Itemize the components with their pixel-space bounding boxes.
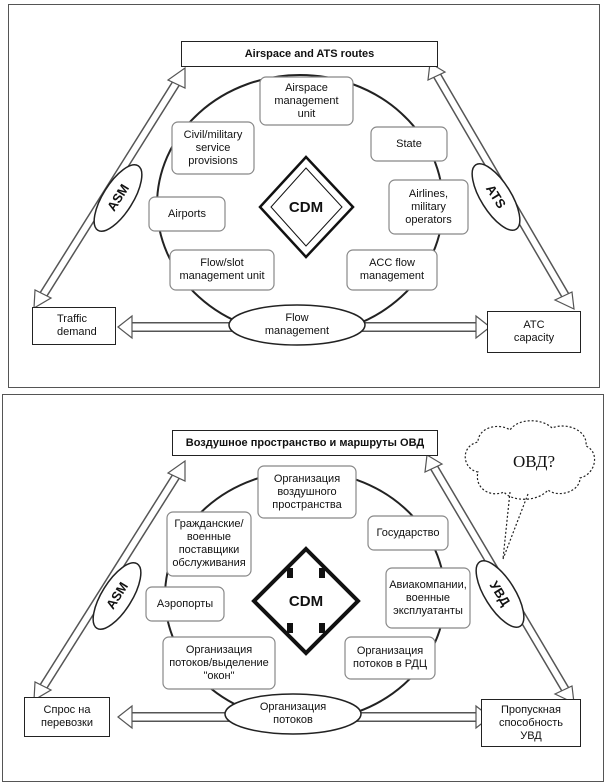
russian-atc-capacity: Пропускная способность УВД [481, 699, 581, 747]
russian-flow-management: Организация потоков [259, 701, 327, 726]
russian-cloud-callout [464, 420, 596, 560]
english-box-airports: Airports [168, 207, 206, 220]
russian-cdm-diamond [251, 546, 361, 656]
russian-box-state: Государство [376, 526, 440, 539]
russian-box-airlines: Авиакомпании, военные эксплуатанты [389, 578, 467, 617]
english-diagram-graphics [33, 62, 575, 346]
english-asm-ellipse [93, 164, 143, 232]
english-ats-ellipse [471, 163, 521, 231]
russian-cloud-text: ОВД? [512, 452, 556, 471]
english-box-state-outline [370, 126, 448, 162]
english-traffic-demand: Traffic demand [32, 307, 116, 345]
english-cdm-label: CDM [288, 198, 324, 216]
english-box-airspace-outline [259, 76, 354, 126]
english-box-state: State [396, 137, 422, 150]
russian-box-civil: Гражданские/ военные поставщики обслужив… [172, 518, 246, 569]
english-box-airports-outline [148, 196, 226, 232]
russian-asm-ellipse [92, 562, 142, 630]
russian-cdm-label: CDM [288, 592, 324, 610]
english-cdm-diamond [258, 155, 355, 259]
russian-box-airspace: Организация воздушного пространства [272, 472, 342, 511]
russian-box-state-outline [367, 515, 449, 551]
english-box-civil-outline [171, 121, 255, 175]
russian-box-airspace-outline [257, 465, 357, 519]
english-diagram-panel: Airspace and ATS routes Airspace managem… [0, 0, 606, 390]
english-box-flowslot-outline [169, 249, 275, 291]
english-box-civil: Civil/military service provisions [183, 128, 243, 167]
english-flow-management: Flow management [264, 312, 330, 337]
english-box-airspace: Airspace management unit [274, 81, 339, 120]
russian-diagram-panel: Воздушное пространство и маршруты ОВД Ор… [0, 394, 606, 784]
english-box-acc-outline [346, 249, 438, 291]
english-box-flowslot: Flow/slot management unit [179, 257, 265, 282]
russian-uvd-ellipse [475, 560, 525, 628]
russian-traffic-demand: Спрос на перевозки [24, 697, 110, 737]
russian-flow-ellipse [224, 693, 362, 735]
russian-box-acc: Организация потоков в РДЦ [353, 645, 427, 670]
english-box-acc: ACC flow management [359, 257, 425, 282]
english-box-airlines: Airlines, military operators [405, 187, 452, 226]
english-box-airlines-outline [388, 179, 469, 235]
russian-box-acc-outline [344, 636, 436, 680]
russian-box-airports: Аэропорты [156, 597, 214, 610]
russian-box-airports-outline [145, 586, 225, 622]
russian-title: Воздушное пространство и маршруты ОВД [172, 430, 438, 456]
russian-diagram-graphics [33, 420, 596, 735]
english-atc-capacity: ATC capacity [487, 311, 581, 353]
russian-box-airlines-outline [385, 567, 471, 629]
russian-box-flowslot: Организация потоков/выделение "окон" [169, 643, 269, 682]
russian-box-flowslot-outline [162, 636, 276, 690]
english-flow-ellipse [228, 304, 366, 346]
english-title: Airspace and ATS routes [181, 41, 438, 67]
russian-box-civil-outline [166, 511, 252, 577]
